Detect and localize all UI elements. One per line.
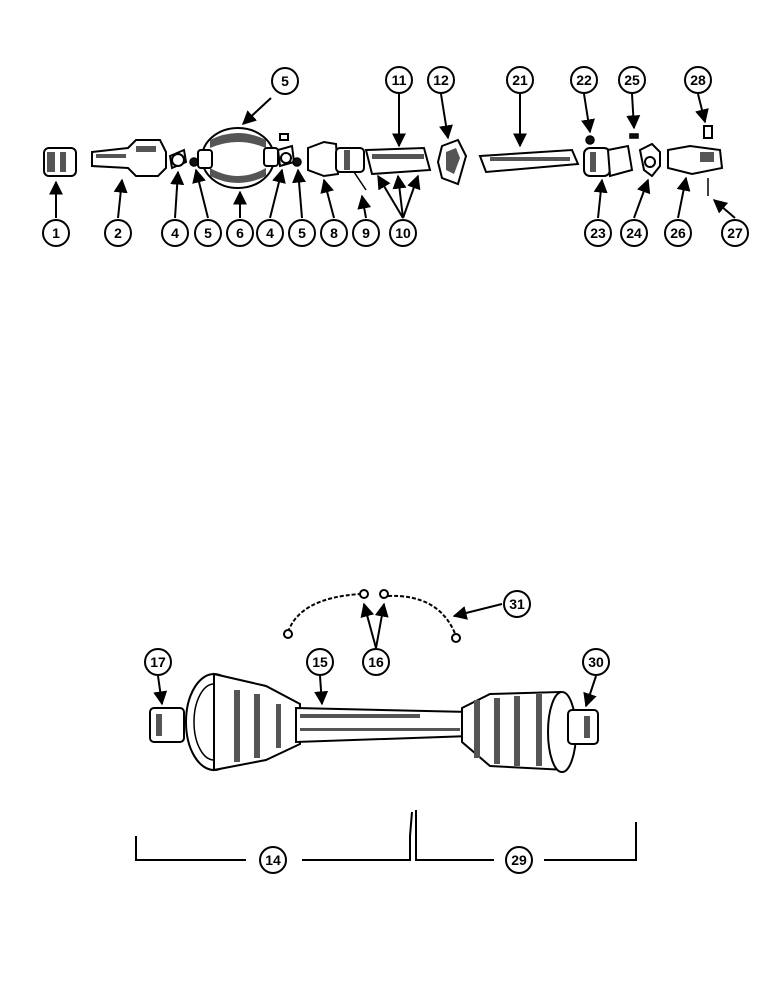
part-24-cross-bearing bbox=[638, 142, 661, 178]
svg-text:27: 27 bbox=[727, 225, 743, 241]
callout-15: 15 bbox=[306, 648, 334, 676]
svg-text:12: 12 bbox=[433, 72, 449, 88]
svg-text:14: 14 bbox=[265, 852, 281, 868]
bottom-assembled-shaft bbox=[135, 589, 637, 861]
part-2-yoke-shaft bbox=[91, 139, 167, 177]
svg-text:22: 22 bbox=[576, 72, 592, 88]
callout-23: 23 bbox=[584, 219, 612, 247]
bottom-leader-lines bbox=[153, 602, 597, 708]
callout-4-right: 4 bbox=[256, 219, 284, 247]
callout-10: 10 bbox=[389, 219, 417, 247]
part-15-shaft-tube bbox=[295, 706, 471, 744]
svg-text:5: 5 bbox=[281, 73, 289, 89]
svg-text:15: 15 bbox=[312, 654, 328, 670]
callout-8: 8 bbox=[320, 219, 348, 247]
callout-11: 11 bbox=[385, 66, 413, 94]
part-5-bearing-cap-left bbox=[189, 157, 199, 167]
svg-text:2: 2 bbox=[114, 225, 122, 241]
svg-text:4: 4 bbox=[266, 225, 274, 241]
part-6-cv-housing bbox=[197, 127, 279, 189]
callout-5-top: 5 bbox=[271, 67, 299, 95]
svg-text:11: 11 bbox=[392, 72, 407, 88]
callout-30: 30 bbox=[582, 648, 610, 676]
part-12-guard-bearing bbox=[436, 138, 468, 186]
callout-22: 22 bbox=[570, 66, 598, 94]
svg-text:28: 28 bbox=[690, 72, 706, 88]
part-17-left-yoke bbox=[149, 707, 185, 743]
part-8-inner-yoke bbox=[307, 140, 365, 178]
callout-1: 1 bbox=[42, 219, 70, 247]
svg-text:31: 31 bbox=[509, 596, 525, 612]
svg-text:4: 4 bbox=[171, 225, 179, 241]
callout-31: 31 bbox=[503, 590, 531, 618]
part-5-bearing-cap-right bbox=[292, 157, 302, 167]
part-14-left-guard bbox=[185, 672, 301, 772]
part-9-roll-pin bbox=[353, 171, 367, 191]
assembly-brackets bbox=[135, 810, 637, 861]
callout-28: 28 bbox=[684, 66, 712, 94]
part-26-end-yoke bbox=[667, 144, 724, 176]
svg-text:30: 30 bbox=[588, 654, 604, 670]
callout-29: 29 bbox=[505, 846, 533, 874]
svg-text:5: 5 bbox=[204, 225, 212, 241]
svg-text:23: 23 bbox=[590, 225, 606, 241]
svg-text:25: 25 bbox=[624, 72, 640, 88]
callout-6: 6 bbox=[226, 219, 254, 247]
callout-24: 24 bbox=[620, 219, 648, 247]
part-28-spring bbox=[703, 125, 713, 139]
svg-text:10: 10 bbox=[395, 225, 411, 241]
part-23-outer-yoke bbox=[583, 144, 634, 178]
callout-4-left: 4 bbox=[161, 219, 189, 247]
svg-text:9: 9 bbox=[362, 225, 370, 241]
svg-text:16: 16 bbox=[368, 654, 384, 670]
part-22-grease-fitting bbox=[585, 135, 595, 145]
part-1-end-cap bbox=[43, 147, 77, 177]
callout-26: 26 bbox=[664, 219, 692, 247]
part-4-cross-bearing-left bbox=[168, 148, 188, 170]
part-29-right-guard bbox=[461, 690, 577, 773]
svg-text:8: 8 bbox=[330, 225, 338, 241]
part-4-cross-bearing-right bbox=[276, 133, 296, 168]
svg-text:1: 1 bbox=[52, 225, 60, 241]
part-30-right-yoke bbox=[567, 709, 599, 745]
callout-27: 27 bbox=[721, 219, 749, 247]
part-10-inner-tube bbox=[364, 146, 432, 176]
part-25-snap-ring bbox=[629, 133, 639, 139]
svg-text:24: 24 bbox=[626, 225, 642, 241]
top-leader-lines bbox=[49, 93, 736, 219]
callout-17: 17 bbox=[144, 648, 172, 676]
svg-text:5: 5 bbox=[298, 225, 306, 241]
callout-21: 21 bbox=[506, 66, 534, 94]
svg-text:21: 21 bbox=[512, 72, 528, 88]
callout-2: 2 bbox=[104, 219, 132, 247]
top-exploded-assembly bbox=[43, 93, 736, 219]
part-16-safety-chains bbox=[283, 589, 461, 643]
svg-text:29: 29 bbox=[511, 852, 527, 868]
part-21-outer-tube bbox=[478, 148, 580, 174]
callout-9: 9 bbox=[352, 219, 380, 247]
callout-16: 16 bbox=[362, 648, 390, 676]
callout-5-right: 5 bbox=[288, 219, 316, 247]
callout-14: 14 bbox=[259, 846, 287, 874]
svg-text:6: 6 bbox=[236, 225, 244, 241]
callout-12: 12 bbox=[427, 66, 455, 94]
svg-text:17: 17 bbox=[150, 654, 166, 670]
callout-5-left: 5 bbox=[194, 219, 222, 247]
svg-text:26: 26 bbox=[670, 225, 686, 241]
callout-25: 25 bbox=[618, 66, 646, 94]
